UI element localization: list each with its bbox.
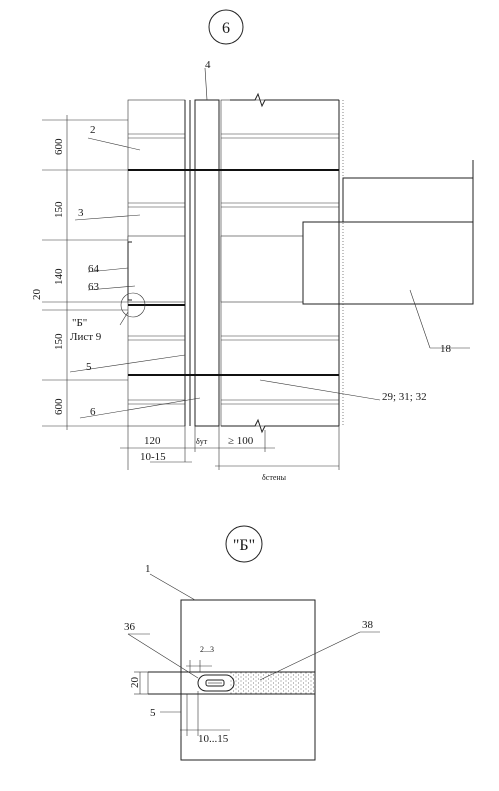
label-4: 4 — [205, 59, 211, 71]
svg-text:20: 20 — [31, 289, 43, 301]
svg-text:10...15: 10...15 — [198, 733, 229, 745]
svg-text:δстены: δстены — [262, 473, 287, 482]
svg-text:20: 20 — [129, 677, 141, 689]
svg-text:≥ 100: ≥ 100 — [228, 435, 254, 447]
svg-text:150: 150 — [53, 333, 65, 350]
svg-text:2...3: 2...3 — [200, 645, 214, 654]
svg-text:150: 150 — [53, 201, 65, 218]
svg-text:5: 5 — [150, 707, 156, 719]
detail-6-id: 6 — [222, 20, 230, 37]
svg-text:δут: δут — [196, 437, 208, 446]
detail-b-labels: 1 36 38 2...3 20 5 10...15 — [124, 563, 374, 745]
detail-6-marker: 6 — [208, 9, 244, 45]
detail-b-drawing — [127, 573, 380, 761]
label-2: 2 — [90, 124, 96, 136]
label-6: 6 — [90, 406, 96, 418]
label-36: 36 — [124, 621, 136, 633]
ref-sheet: Лист 9 — [70, 331, 102, 343]
label-18: 18 — [440, 343, 452, 355]
svg-text:120: 120 — [144, 435, 161, 447]
detail-6-dimensions: 600 150 140 20 150 600 120 10-15 δут ≥ 1… — [31, 138, 287, 482]
label-63: 63 — [88, 281, 100, 293]
detail-b-id: "Б" — [233, 537, 255, 554]
label-1: 1 — [145, 563, 151, 575]
label-64: 64 — [88, 263, 100, 275]
detail-6-drawing — [42, 67, 474, 470]
label-3: 3 — [78, 207, 84, 219]
svg-text:10-15: 10-15 — [140, 451, 166, 463]
label-5: 5 — [86, 361, 92, 373]
ref-b: "Б" — [72, 317, 87, 329]
detail-b-marker: "Б" — [225, 525, 263, 563]
svg-text:600: 600 — [53, 398, 65, 415]
svg-text:600: 600 — [53, 138, 65, 155]
label-38: 38 — [362, 619, 374, 631]
svg-text:140: 140 — [53, 268, 65, 285]
label-29: 29; 31; 32 — [382, 391, 427, 403]
detail-6-labels: 2 3 4 64 63 "Б" Лист 9 5 6 18 29; 31; 32 — [70, 59, 452, 418]
